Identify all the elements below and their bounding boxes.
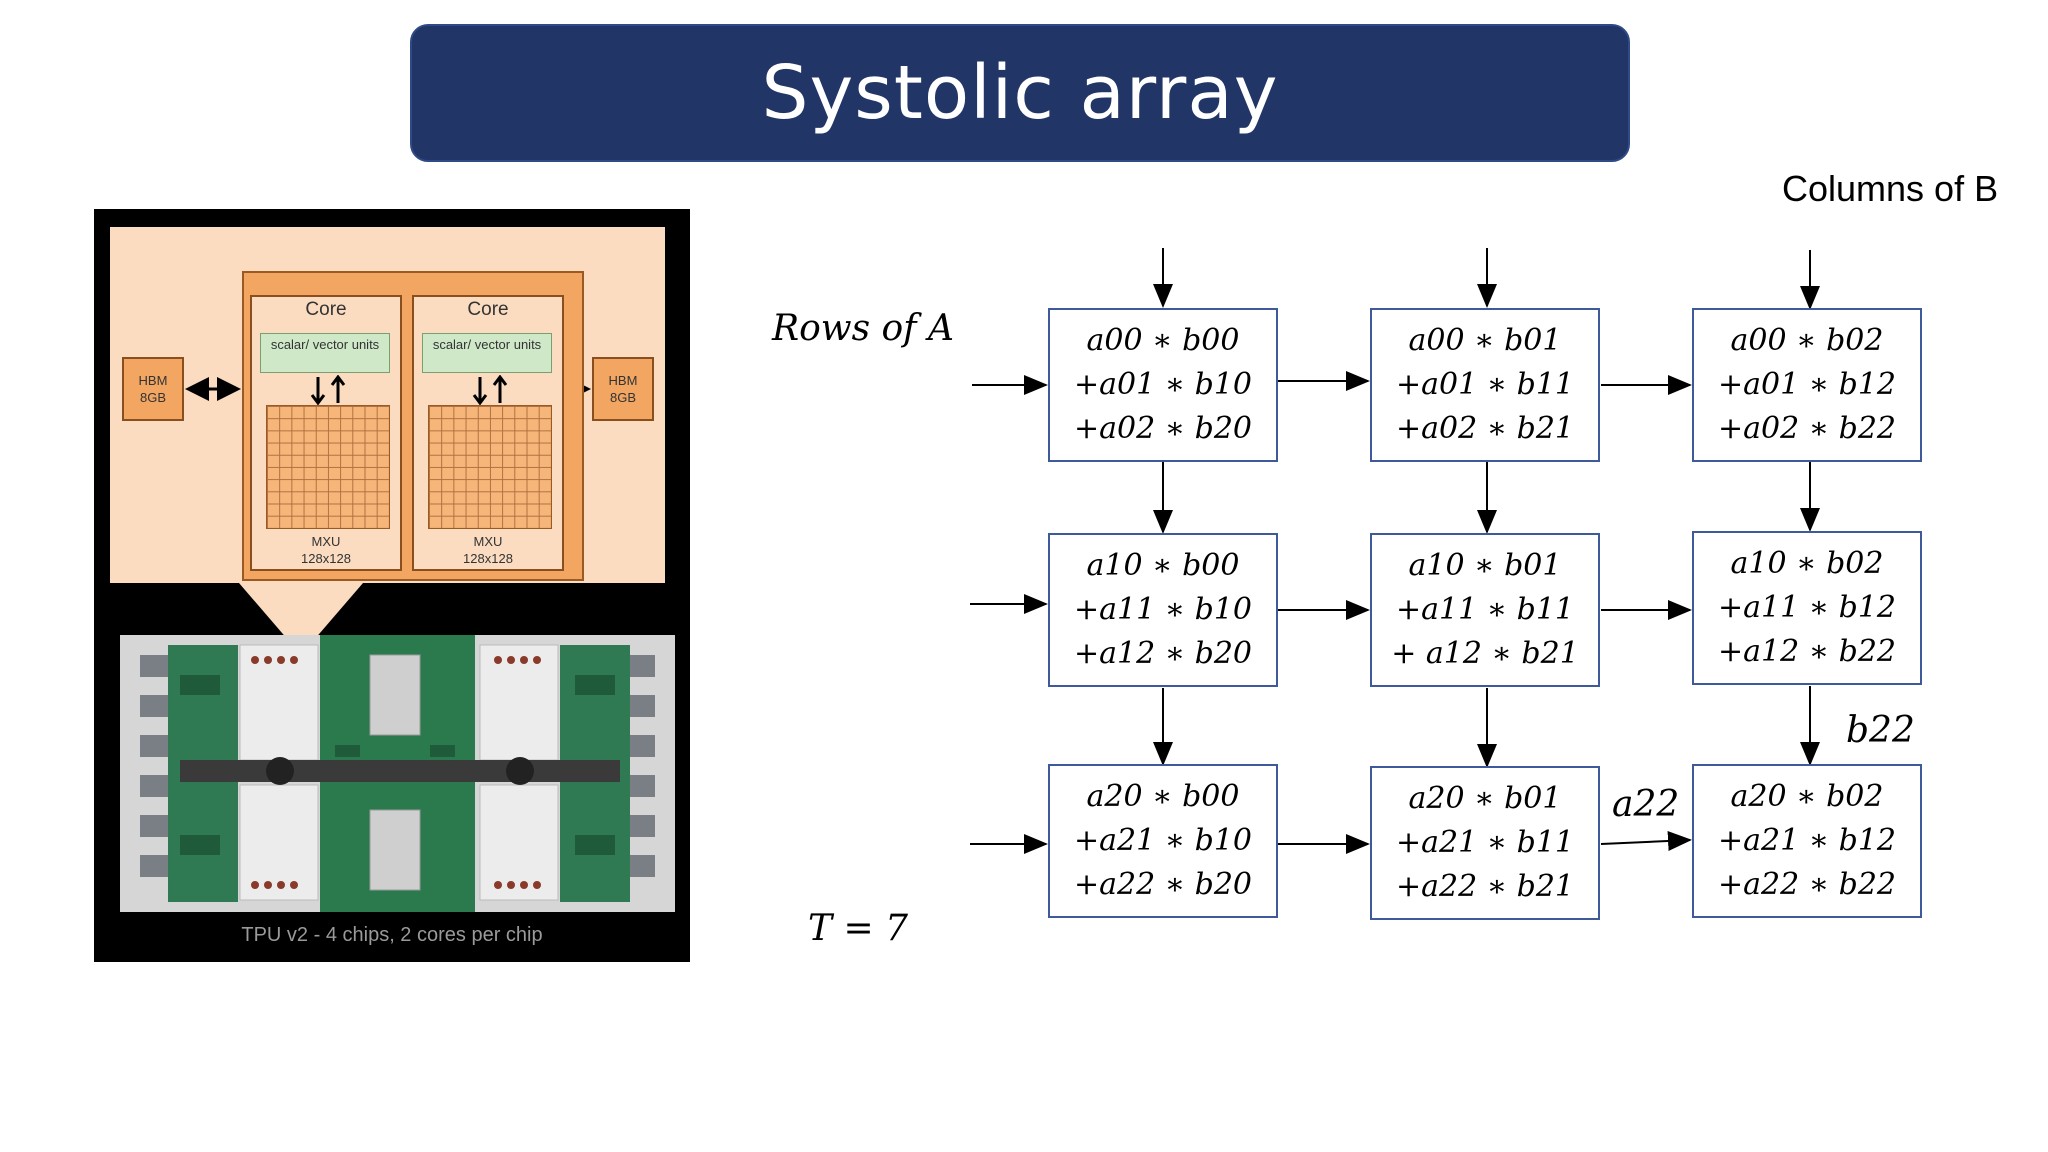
mxu-size: 128x128 bbox=[301, 551, 351, 566]
processing-element: a00 ∗ b00 +a01 ∗ b10 +a02 ∗ b20 bbox=[1048, 308, 1278, 462]
pe-term: +a21 ∗ b12 bbox=[1717, 823, 1897, 858]
processing-element: a20 ∗ b02 +a21 ∗ b12 +a22 ∗ b22 bbox=[1692, 764, 1922, 918]
pe-term: a20 ∗ b00 bbox=[1086, 779, 1240, 814]
processing-element: a20 ∗ b00 +a21 ∗ b10 +a22 ∗ b20 bbox=[1048, 764, 1278, 918]
mxu-grid bbox=[428, 405, 552, 529]
b-input-label: b22 bbox=[1846, 710, 1915, 751]
mxu-label: MXU 128x128 bbox=[252, 533, 400, 567]
hbm-size: 8GB bbox=[609, 390, 636, 405]
pe-term: +a02 ∗ b20 bbox=[1073, 411, 1253, 446]
hbm-size: 8GB bbox=[139, 390, 166, 405]
a-input-label: a22 bbox=[1612, 784, 1680, 825]
hbm-block-left: HBM 8GB bbox=[122, 357, 184, 421]
pe-term: +a01 ∗ b10 bbox=[1073, 367, 1253, 402]
columns-of-b-label: Columns of B bbox=[1782, 168, 1998, 210]
pe-term: +a11 ∗ b12 bbox=[1717, 590, 1897, 625]
pe-term: +a21 ∗ b11 bbox=[1395, 825, 1575, 860]
processing-element: a10 ∗ b00 +a11 ∗ b10 +a12 ∗ b20 bbox=[1048, 533, 1278, 687]
mxu-name: MXU bbox=[311, 534, 341, 549]
time-step-label: T = 7 bbox=[808, 908, 908, 949]
pe-term: a10 ∗ b02 bbox=[1730, 546, 1884, 581]
pe-term: +a02 ∗ b22 bbox=[1717, 411, 1897, 446]
processing-element: a10 ∗ b02 +a11 ∗ b12 +a12 ∗ b22 bbox=[1692, 531, 1922, 685]
pe-term: a00 ∗ b01 bbox=[1408, 323, 1562, 358]
hbm-label: HBM bbox=[608, 373, 638, 388]
pe-term: +a22 ∗ b22 bbox=[1717, 867, 1897, 902]
pe-term: a10 ∗ b00 bbox=[1086, 548, 1240, 583]
pe-term: +a02 ∗ b21 bbox=[1395, 411, 1575, 446]
svu-mxu-arrows bbox=[310, 375, 346, 405]
tpu-figure: HBM 8GB HBM 8GB Core scalar/ vector unit… bbox=[94, 209, 690, 962]
pe-term: a20 ∗ b01 bbox=[1408, 781, 1562, 816]
core-block: Core scalar/ vector units MXU 128x128 bbox=[412, 295, 564, 571]
pe-term: +a01 ∗ b11 bbox=[1395, 367, 1575, 402]
processing-element: a20 ∗ b01 +a21 ∗ b11 +a22 ∗ b21 bbox=[1370, 766, 1600, 920]
pe-term: + a12 ∗ b21 bbox=[1391, 636, 1579, 671]
pe-term: +a22 ∗ b20 bbox=[1073, 867, 1253, 902]
core-label: Core bbox=[467, 299, 509, 320]
pe-term: +a21 ∗ b10 bbox=[1073, 823, 1253, 858]
mxu-grid bbox=[266, 405, 390, 529]
hbm-label: HBM bbox=[138, 373, 168, 388]
columns-label-text: Columns of B bbox=[1782, 168, 1999, 209]
pe-term: +a12 ∗ b22 bbox=[1717, 634, 1897, 669]
pe-term: +a22 ∗ b21 bbox=[1395, 869, 1575, 904]
scalar-vector-units: scalar/ vector units bbox=[422, 333, 552, 373]
rows-of-a-label: Rows of A bbox=[772, 308, 954, 349]
processing-element: a10 ∗ b01 +a11 ∗ b11 + a12 ∗ b21 bbox=[1370, 533, 1600, 687]
pe-term: a00 ∗ b00 bbox=[1086, 323, 1240, 358]
mxu-name: MXU bbox=[473, 534, 503, 549]
pe-term: +a12 ∗ b20 bbox=[1073, 636, 1253, 671]
mxu-size: 128x128 bbox=[463, 551, 513, 566]
pe-term: a10 ∗ b01 bbox=[1408, 548, 1562, 583]
pe-term: a00 ∗ b02 bbox=[1730, 323, 1884, 358]
slide-title: Systolic array bbox=[761, 50, 1279, 136]
processing-element: a00 ∗ b02 +a01 ∗ b12 +a02 ∗ b22 bbox=[1692, 308, 1922, 462]
core-label: Core bbox=[305, 299, 347, 320]
mxu-label: MXU 128x128 bbox=[414, 533, 562, 567]
pe-term: a20 ∗ b02 bbox=[1730, 779, 1884, 814]
tpu-caption: TPU v2 - 4 chips, 2 cores per chip bbox=[241, 924, 543, 946]
slide-title-bar: Systolic array bbox=[410, 24, 1630, 162]
svu-mxu-arrows bbox=[472, 375, 508, 405]
pe-term: +a11 ∗ b11 bbox=[1395, 592, 1575, 627]
pe-term: +a11 ∗ b10 bbox=[1073, 592, 1253, 627]
pe-term: +a01 ∗ b12 bbox=[1717, 367, 1897, 402]
core-block: Core scalar/ vector units MXU 128x128 bbox=[250, 295, 402, 571]
processing-element: a00 ∗ b01 +a01 ∗ b11 +a02 ∗ b21 bbox=[1370, 308, 1600, 462]
tpu-board-illustration bbox=[120, 635, 675, 912]
tpu-board-image bbox=[120, 635, 675, 912]
hbm-block-right: HBM 8GB bbox=[592, 357, 654, 421]
tpu-chip-diagram: HBM 8GB HBM 8GB Core scalar/ vector unit… bbox=[110, 227, 665, 583]
tpu-chip: Core scalar/ vector units MXU 128x128 Co… bbox=[242, 271, 584, 581]
scalar-vector-units: scalar/ vector units bbox=[260, 333, 390, 373]
